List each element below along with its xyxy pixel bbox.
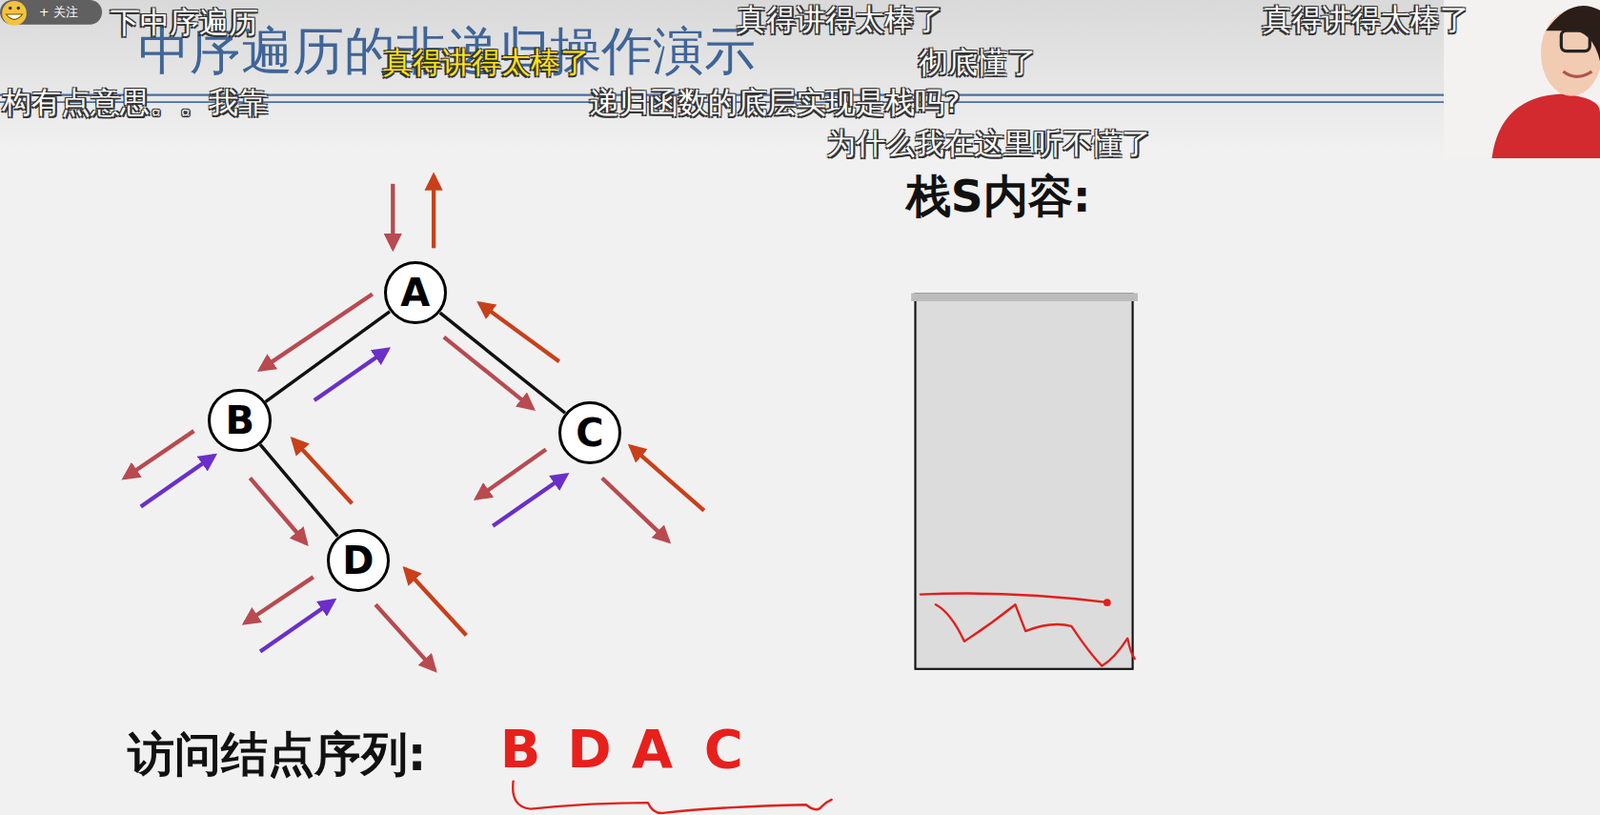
tree-node-circle: B — [207, 388, 271, 452]
node-letter: C — [575, 413, 604, 452]
visit-letter: D — [567, 718, 611, 780]
visit-letter: B — [500, 718, 542, 780]
sequence-heading: 访问结点序列: — [127, 728, 427, 782]
danmaku-comment: 递归函数的底层实现是栈吗? — [589, 85, 960, 121]
tree-node-circle: A — [384, 261, 447, 325]
stack-heading: 栈S内容: — [906, 170, 1092, 223]
danmaku-comment: 彻底懂了 — [918, 46, 1037, 82]
danmaku-comment: 构有点意思。。我靠 — [1, 85, 268, 121]
danmaku-comment: 下中序遍历 — [110, 5, 259, 41]
tree-edge — [440, 312, 566, 413]
tree-node-circle: C — [558, 401, 622, 465]
follow-badge — [0, 0, 102, 26]
tree-node-circle: D — [326, 528, 390, 592]
danmaku-comment: 真得讲得太棒了 — [383, 46, 590, 82]
visit-letter: A — [631, 718, 673, 780]
handwriting-scribble — [512, 593, 1135, 813]
node-letter: D — [342, 541, 374, 580]
node-letter: B — [224, 401, 255, 440]
tree-edge — [264, 311, 389, 403]
tree-edge — [260, 444, 338, 536]
top-band — [0, 0, 1600, 154]
stack-box — [911, 294, 1138, 669]
danmaku-comment: 真得讲得太棒了 — [736, 3, 944, 39]
node-letter: A — [400, 273, 430, 312]
follow-button-text: + 关注 — [39, 4, 79, 20]
danmaku-comment: 真得讲得太棒了 — [1262, 3, 1470, 39]
danmaku-comment: 为什么我在这里听不懂了 — [826, 126, 1152, 162]
traversal-arrows — [124, 175, 705, 670]
visit-letter: C — [704, 718, 744, 780]
